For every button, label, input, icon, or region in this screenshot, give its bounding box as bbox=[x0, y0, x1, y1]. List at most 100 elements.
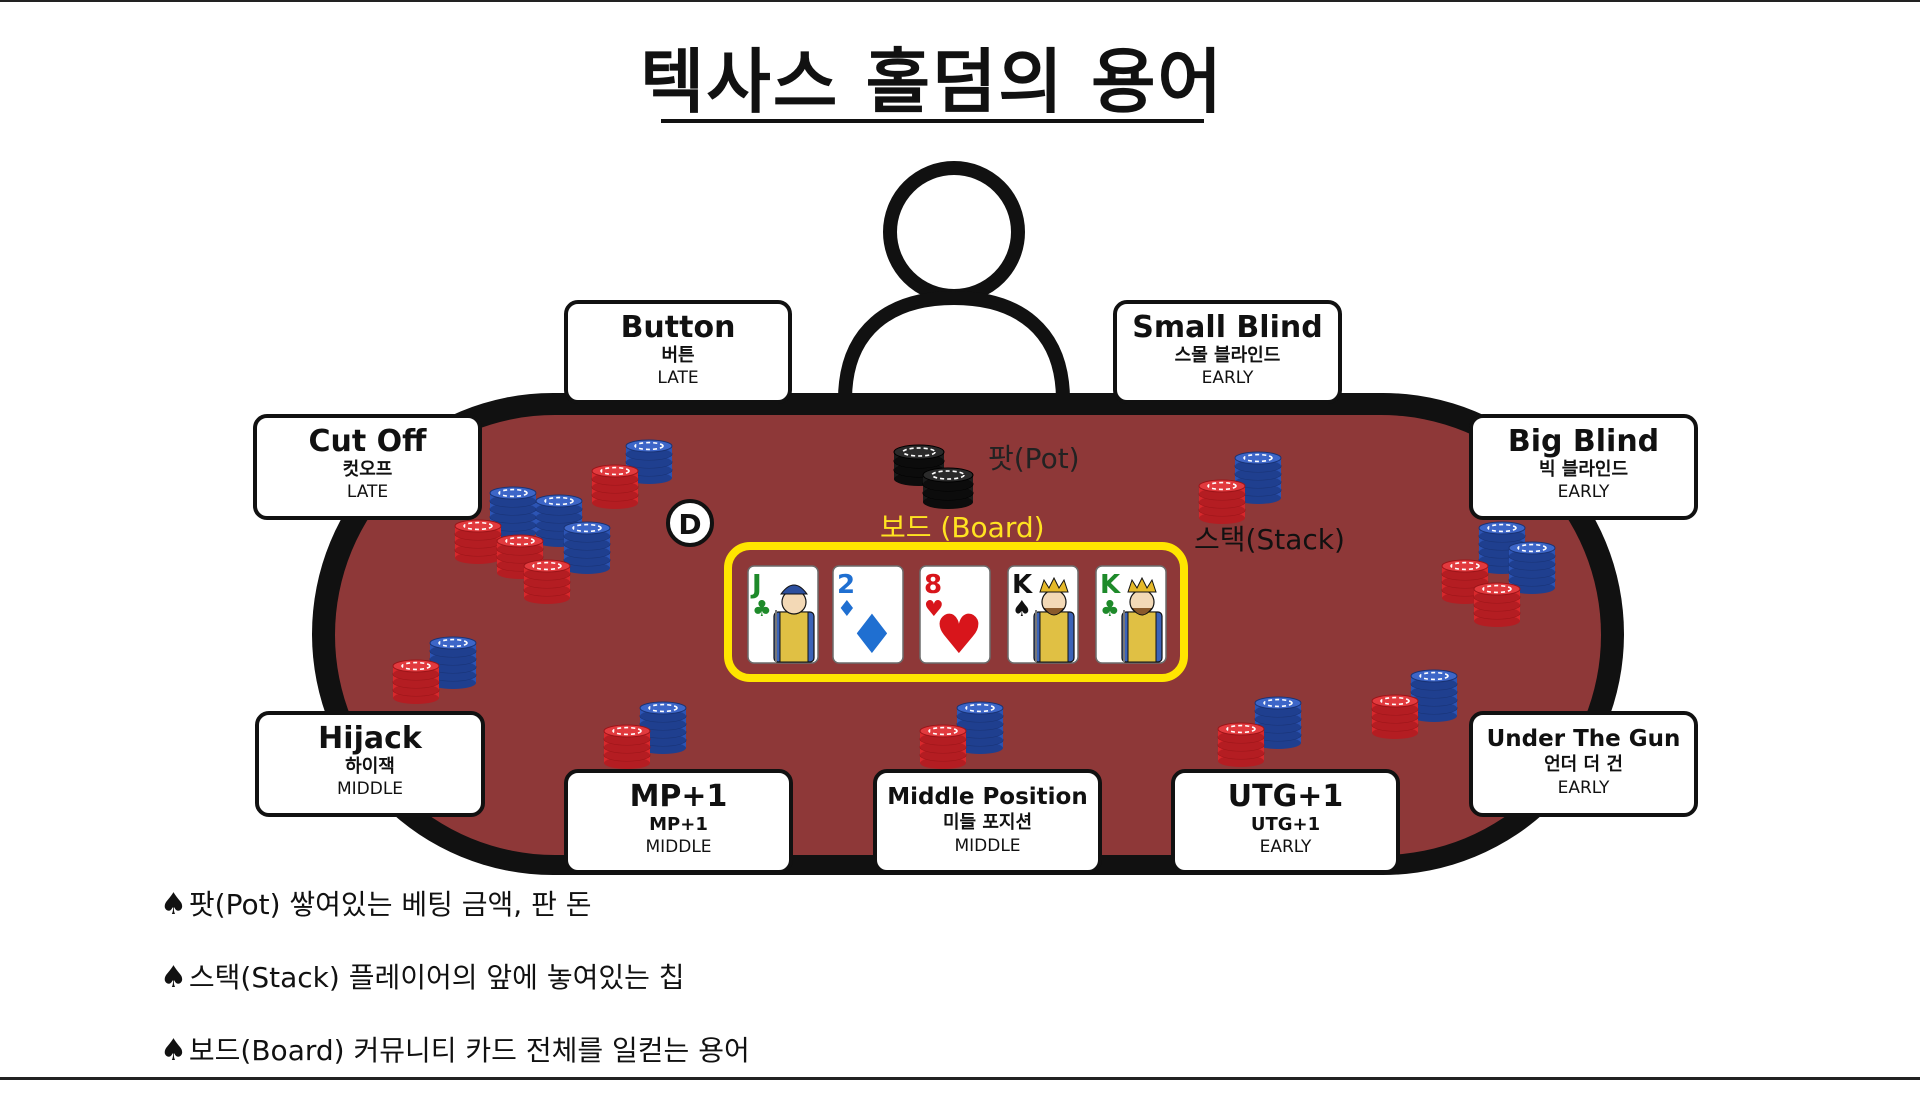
position-hijack: Hijack 하이잭 MIDDLE bbox=[255, 711, 485, 817]
position-korean: UTG+1 bbox=[1250, 813, 1321, 835]
glossary-note-text: 스택(Stack) 플레이어의 앞에 놓여있는 칩 bbox=[188, 961, 685, 994]
position-korean: 언더 더 건 bbox=[1544, 754, 1623, 776]
position-name: UTG+1 bbox=[1227, 779, 1344, 814]
spade-icon: ♠ bbox=[160, 960, 187, 995]
card-suit-icon: ♠ bbox=[1012, 597, 1032, 622]
poker-chip bbox=[454, 519, 502, 541]
glossary-note: ♠스택(Stack) 플레이어의 앞에 놓여있는 칩 bbox=[160, 958, 750, 1031]
poker-chip bbox=[1254, 696, 1302, 718]
card-rank: K bbox=[1100, 570, 1121, 600]
card-pip-icon: ♥ bbox=[935, 603, 983, 666]
page-title: 텍사스 홀덤의 용어 bbox=[640, 41, 1224, 123]
poker-chip bbox=[1410, 669, 1458, 691]
position-korean: 버튼 bbox=[661, 344, 695, 366]
position-name: Small Blind bbox=[1132, 310, 1323, 345]
poker-chip bbox=[563, 521, 611, 543]
playing-card: J♣ bbox=[747, 565, 819, 664]
card-suit-icon: ♣ bbox=[1100, 597, 1120, 622]
glossary-notes: ♠팟(Pot) 쌓여있는 베팅 금액, 판 돈 ♠스택(Stack) 플레이어의… bbox=[160, 885, 750, 1104]
position-small-blind: Small Blind 스몰 블라인드 EARLY bbox=[1113, 300, 1342, 404]
poker-chip bbox=[429, 636, 477, 658]
board-label: 보드 (Board) bbox=[880, 511, 1045, 544]
position-under-the-gun: Under The Gun 언더 더 건 EARLY bbox=[1469, 711, 1698, 817]
poker-chip bbox=[1508, 541, 1556, 563]
position-middle-position: Middle Position 미들 포지션 MIDDLE bbox=[873, 769, 1102, 874]
position-group: MIDDLE bbox=[954, 836, 1021, 857]
top-border bbox=[0, 0, 1920, 2]
position-group: MIDDLE bbox=[645, 837, 712, 858]
person-icon bbox=[838, 161, 1070, 401]
poker-chip bbox=[922, 467, 974, 492]
card-rank: 2 bbox=[837, 570, 855, 600]
position-utg1: UTG+1 UTG+1 EARLY bbox=[1171, 769, 1400, 874]
poker-chip bbox=[489, 486, 537, 508]
glossary-note: ♠보드(Board) 커뮤니티 카드 전체를 일컫는 용어 bbox=[160, 1031, 750, 1104]
position-korean: 컷오프 bbox=[342, 458, 393, 480]
position-group: EARLY bbox=[1201, 368, 1254, 389]
bottom-border bbox=[0, 1077, 1920, 1080]
glossary-note-text: 보드(Board) 커뮤니티 카드 전체를 일컫는 용어 bbox=[188, 1034, 750, 1067]
poker-chip bbox=[1473, 582, 1521, 604]
position-group: LATE bbox=[657, 368, 699, 389]
card-suit-icon: ♦ bbox=[837, 597, 857, 622]
position-name: MP+1 bbox=[629, 779, 728, 814]
poker-table-diagram: D J♣2♦♦8♥♥K♠K♣ bbox=[312, 161, 1624, 875]
position-cut-off: Cut Off 컷오프 LATE bbox=[253, 414, 482, 520]
poker-chip bbox=[591, 464, 639, 486]
position-name: Big Blind bbox=[1507, 424, 1660, 459]
position-name: Hijack bbox=[318, 721, 422, 756]
card-rank: J bbox=[750, 570, 762, 600]
position-name: Cut Off bbox=[308, 424, 427, 459]
spade-icon: ♠ bbox=[160, 1033, 187, 1068]
card-rank: K bbox=[1012, 570, 1033, 600]
position-group: EARLY bbox=[1557, 778, 1610, 799]
poker-chip bbox=[919, 724, 967, 746]
position-korean: MP+1 bbox=[649, 813, 708, 835]
playing-card: 8♥♥ bbox=[919, 565, 991, 666]
position-korean: 하이잭 bbox=[345, 755, 395, 777]
position-group: LATE bbox=[346, 482, 389, 503]
position-group: EARLY bbox=[1557, 482, 1610, 503]
position-name: Under The Gun bbox=[1486, 726, 1681, 752]
poker-chip bbox=[1198, 479, 1246, 501]
poker-chip bbox=[639, 701, 687, 723]
stack-label: 스택(Stack) bbox=[1194, 523, 1345, 556]
position-big-blind: Big Blind 빅 블라인드 EARLY bbox=[1469, 414, 1698, 520]
position-korean: 미들 포지션 bbox=[942, 812, 1033, 834]
position-group: MIDDLE bbox=[336, 779, 404, 800]
position-korean: 스몰 블라인드 bbox=[1174, 344, 1281, 366]
dealer-button-label: D bbox=[678, 508, 701, 541]
poker-chip bbox=[1371, 694, 1419, 716]
playing-card: 2♦♦ bbox=[832, 565, 904, 666]
poker-chip bbox=[1478, 521, 1526, 543]
card-pip-icon: ♦ bbox=[848, 603, 896, 666]
spade-icon: ♠ bbox=[160, 887, 187, 922]
poker-chip bbox=[1441, 559, 1489, 581]
poker-chip bbox=[392, 659, 440, 681]
poker-chip bbox=[1234, 451, 1282, 473]
card-suit-icon: ♣ bbox=[752, 597, 772, 622]
poker-chip bbox=[893, 444, 945, 469]
playing-card: K♠ bbox=[1007, 565, 1079, 664]
glossary-note: ♠팟(Pot) 쌓여있는 베팅 금액, 판 돈 bbox=[160, 885, 750, 958]
poker-chip bbox=[523, 559, 571, 581]
board-cards: J♣2♦♦8♥♥K♠K♣ bbox=[747, 565, 1167, 666]
poker-chip bbox=[535, 494, 583, 516]
position-name: Middle Position bbox=[887, 784, 1088, 810]
poker-chip bbox=[956, 701, 1004, 723]
poker-chip bbox=[1217, 722, 1265, 744]
title-underline bbox=[661, 119, 1204, 123]
dealer-button-icon: D bbox=[666, 499, 714, 547]
poker-chip bbox=[625, 439, 673, 461]
position-button: Button 버튼 LATE bbox=[564, 300, 792, 404]
glossary-note-text: 팟(Pot) 쌓여있는 베팅 금액, 판 돈 bbox=[188, 888, 592, 921]
position-mp1: MP+1 MP+1 MIDDLE bbox=[564, 769, 793, 874]
position-group: EARLY bbox=[1259, 837, 1312, 858]
card-rank: 8 bbox=[924, 570, 942, 600]
card-suit-icon: ♥ bbox=[924, 597, 944, 622]
playing-card: K♣ bbox=[1095, 565, 1167, 664]
pot-label: 팟(Pot) bbox=[988, 442, 1080, 475]
position-name: Button bbox=[620, 310, 736, 345]
position-korean: 빅 블라인드 bbox=[1538, 458, 1629, 480]
poker-chip bbox=[496, 534, 544, 556]
